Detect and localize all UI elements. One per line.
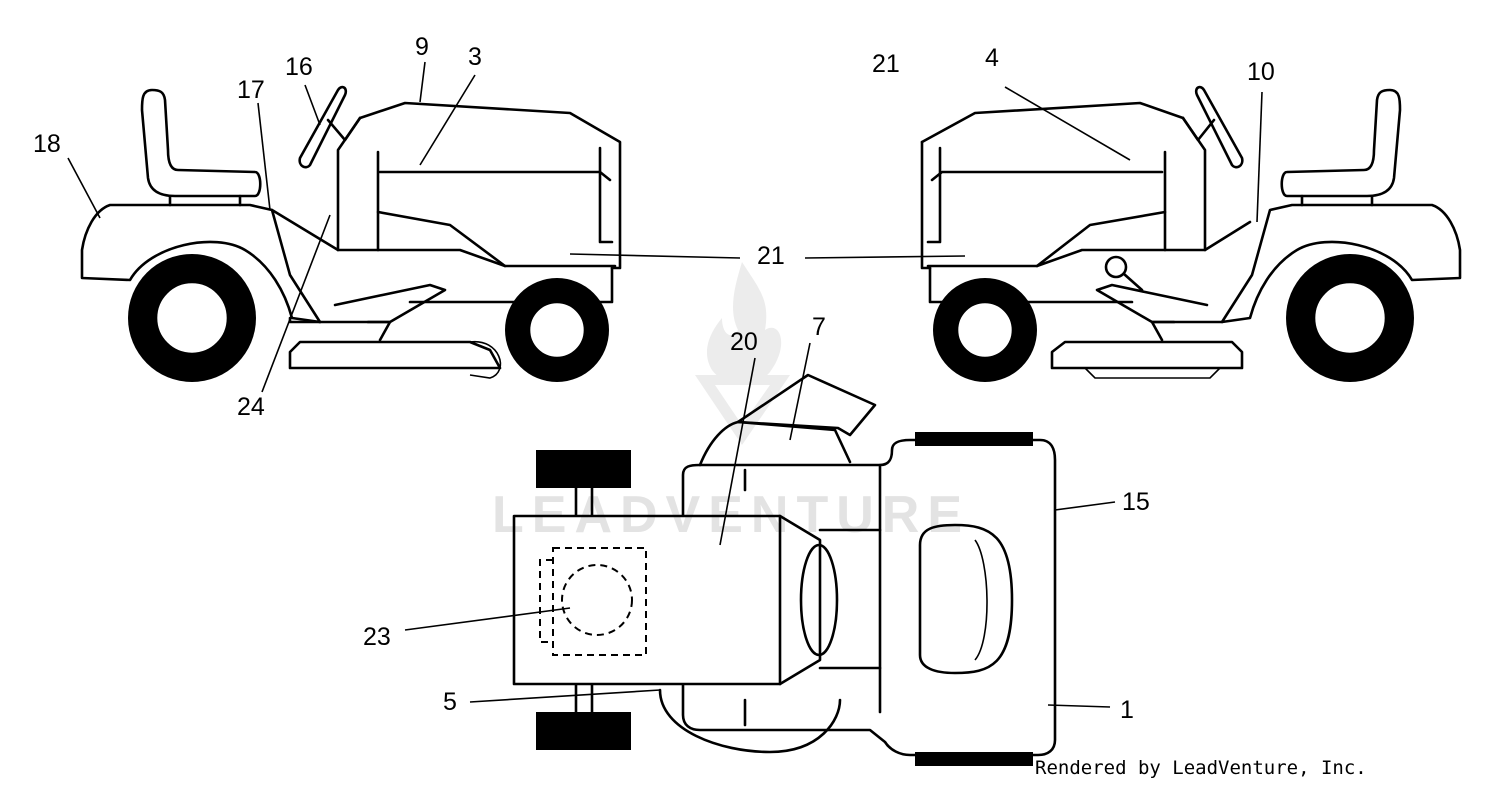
watermark-v-icon — [695, 375, 790, 445]
leader-lines — [67, 61, 1263, 708]
top-view — [512, 373, 1057, 766]
callout-21-mid: 21 — [757, 242, 785, 270]
credit-text: Rendered by LeadVenture, Inc. — [1035, 757, 1367, 779]
left-side-view — [80, 85, 622, 382]
callout-16: 16 — [285, 53, 313, 81]
callout-3: 3 — [468, 43, 482, 71]
callout-17: 17 — [237, 76, 265, 104]
callout-9: 9 — [415, 33, 429, 61]
callout-18: 18 — [33, 130, 61, 158]
callout-24: 24 — [237, 393, 265, 421]
callout-20: 20 — [730, 328, 758, 356]
callout-labels: 18 17 16 9 3 24 21 4 10 21 20 7 15 23 5 … — [33, 33, 1275, 724]
callout-10: 10 — [1247, 58, 1275, 86]
callout-15: 15 — [1122, 488, 1150, 516]
watermark-flame-icon — [706, 262, 782, 385]
callout-5: 5 — [443, 688, 457, 716]
right-side-view — [920, 85, 1462, 382]
callout-4: 4 — [985, 44, 999, 72]
callout-21-top: 21 — [872, 50, 900, 78]
callout-7: 7 — [812, 313, 826, 341]
callout-1: 1 — [1120, 696, 1134, 724]
callout-23: 23 — [363, 623, 391, 651]
